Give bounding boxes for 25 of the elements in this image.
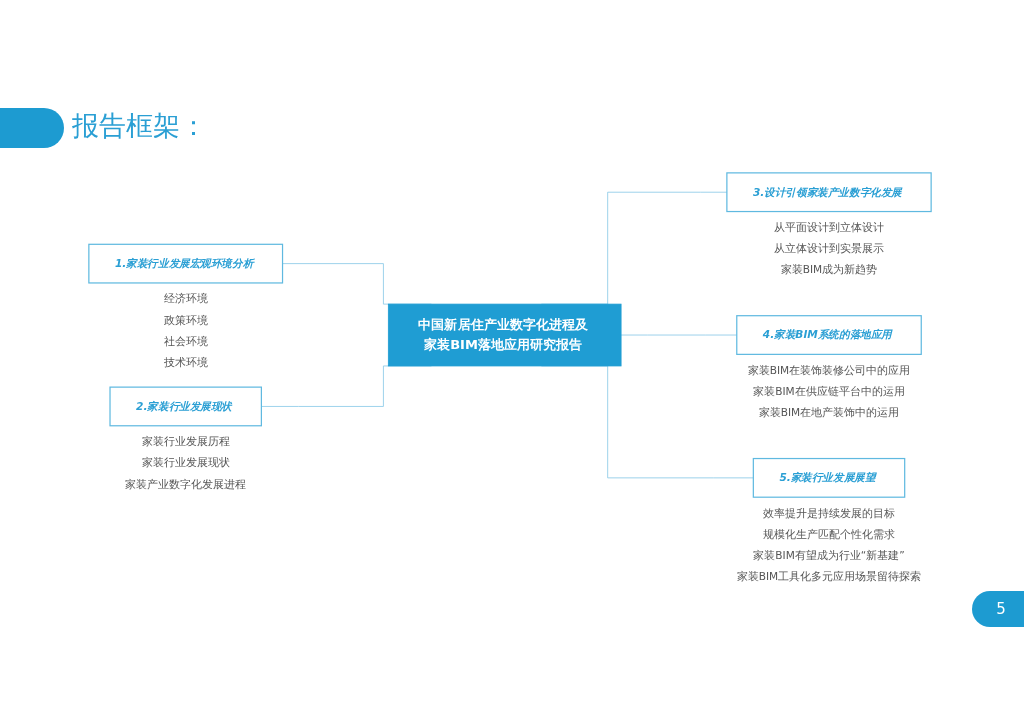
node-box: 5.家装行业发展展望 — [752, 457, 906, 498]
title: 报告框架： — [72, 109, 207, 143]
subtopic-text: 家装产业数字化发展进程 — [125, 477, 247, 490]
subtopic-text: 家装BIM成为新趋势 — [780, 263, 878, 276]
subtopic-text: 效率提升是持续发展的目标 — [763, 506, 895, 519]
subtopic-text: 经济环境 — [163, 292, 208, 305]
node-box: 1.家装行业发展宏观环境分析 — [88, 243, 284, 284]
subtopic-text: 家装BIM在地产装饰中的运用 — [758, 406, 900, 419]
node-box: 4.家装BIM系统的落地应用 — [736, 315, 922, 355]
subtopic-text: 从立体设计到实景展示 — [774, 242, 884, 255]
subtopic-text: 家装BIM在装饰装修公司中的应用 — [747, 363, 911, 376]
subtopic-text: 从平面设计到立体设计 — [774, 221, 884, 234]
subtopic-text: 家装BIM有望成为行业“新基建” — [753, 549, 905, 562]
node-box: 3.设计引领家装产业数字化发展 — [726, 172, 932, 213]
subtopic-text: 技术环境 — [163, 355, 208, 368]
subtopic-text: 家装BIM在供应链平台中的运用 — [753, 385, 905, 398]
subtopic-text: 规模化生产匹配个性化需求 — [763, 527, 895, 540]
subtopic-text: 政策环境 — [163, 313, 208, 326]
subtopic-text: 家装BIM工具化多元应用场景留待探索 — [736, 570, 922, 583]
page-number: 5 — [972, 591, 1024, 627]
subtopic-text: 社会环境 — [163, 334, 208, 347]
node-box: 2.家装行业发展现状 — [109, 386, 262, 427]
subtopic-text: 家装行业发展历程 — [141, 435, 230, 448]
node-box: 中国新居住产业数字化进程及家装BIM落地应用研究报告 — [387, 303, 622, 367]
subtopic-text: 家装行业发展现状 — [141, 456, 230, 469]
